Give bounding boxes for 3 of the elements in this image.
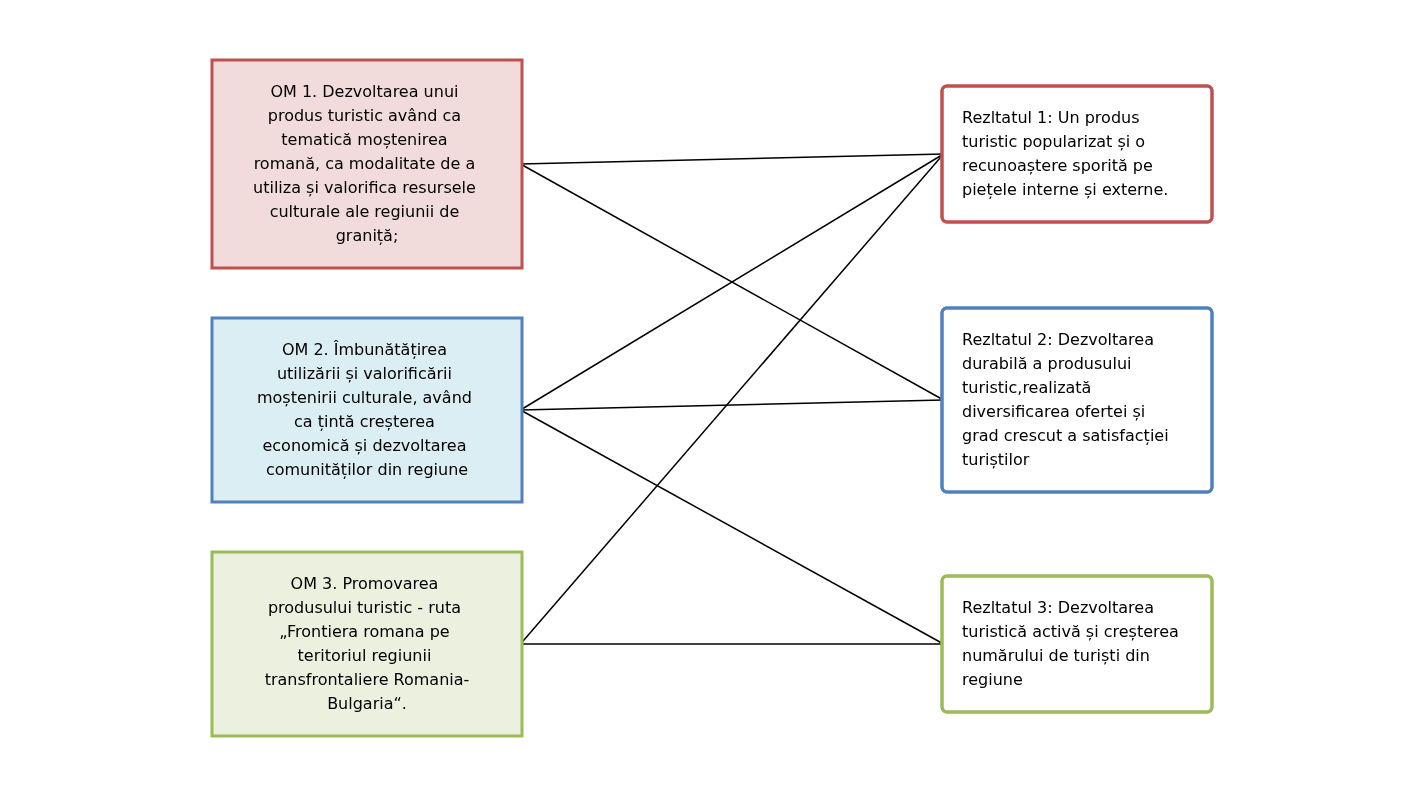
node-box: OM 1. Dezvoltarea unui produs turistic având ca tematică moștenirea romană, ca modalitate de a utiliza și valorifica resursele culturale ale regiunii de graniță; bbox=[210, 58, 524, 270]
node-box: OM 2. Îmbunătățirea utilizării și valorificării moștenirii culturale, având ca țintă creșterea economică și dezvoltarea comunităților din regiune bbox=[210, 316, 524, 504]
node-box: OM 3. Promovarea produsului turistic - ruta „Frontiera romana pe teritoriul regiunii transfrontaliere Romania-Bulgaria“. bbox=[210, 550, 524, 738]
